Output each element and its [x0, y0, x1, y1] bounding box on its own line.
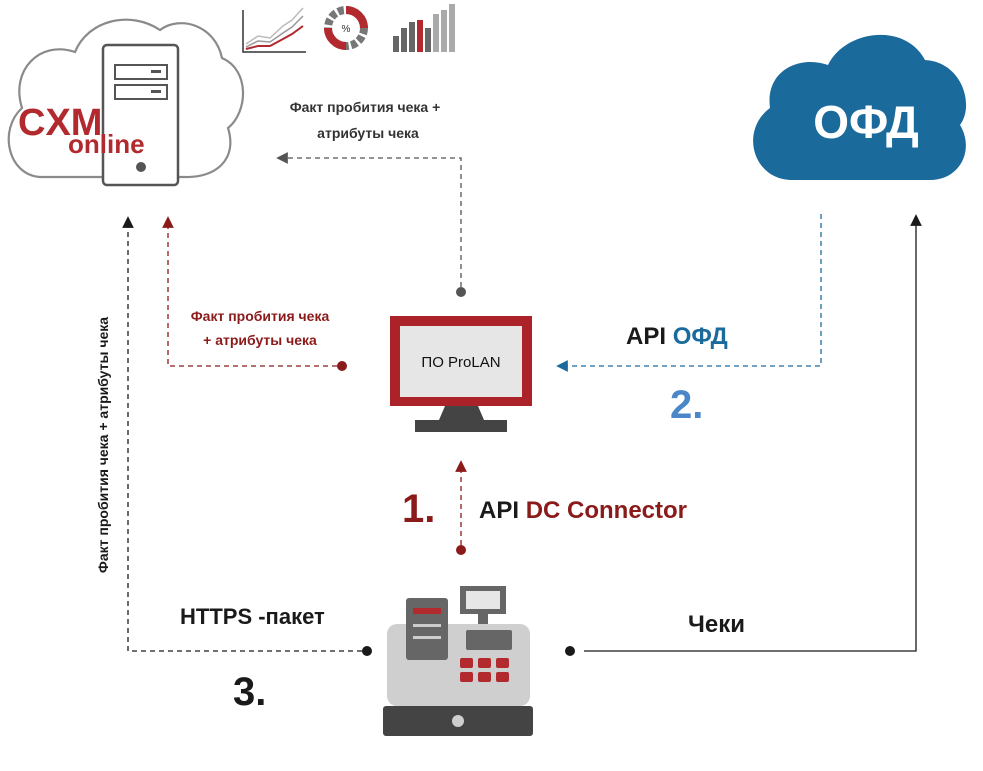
server-icon	[101, 43, 180, 187]
cxm-logo-line1: CXM	[18, 102, 102, 144]
api-dc-prefix: API	[479, 497, 526, 524]
api-ofd-label: API ОФД	[626, 323, 728, 350]
cxm-logo-line2: online	[68, 129, 145, 159]
connector-prolan-to-cxm-top	[276, 152, 466, 297]
step-three: 3.	[233, 670, 266, 714]
donut-chart-icon: %	[324, 6, 368, 50]
https-label: HTTPS -пакет	[180, 604, 325, 629]
line-chart-icon	[242, 7, 306, 53]
cxm-cloud: CXM online	[7, 18, 245, 187]
api-dc-highlight: DC Connector	[526, 497, 687, 524]
prolan-label: ПО ProLAN	[421, 354, 500, 371]
ofd-logo: ОФД	[813, 96, 918, 148]
connector-ofd-to-prolan	[556, 214, 822, 372]
fact-left-line2: + атрибуты чека	[203, 332, 317, 348]
fact-top-line1: Факт пробития чека +	[290, 99, 441, 115]
step-two: 2.	[670, 383, 703, 427]
api-dc-label: API DC Connector	[479, 497, 687, 524]
connector-prolan-to-cxm-left	[162, 216, 347, 371]
api-ofd-highlight: ОФД	[673, 323, 728, 350]
ofd-cloud: ОФД	[753, 34, 967, 180]
connector-register-to-cxm	[122, 216, 372, 656]
donut-percent: %	[342, 24, 351, 35]
fact-left-line1: Факт пробития чека	[191, 308, 330, 324]
step-one: 1.	[402, 487, 435, 531]
api-ofd-prefix: API	[626, 323, 673, 350]
cloud-icon	[753, 34, 967, 180]
connector-register-to-prolan	[455, 460, 467, 555]
cheki-label: Чеки	[688, 611, 745, 638]
bar-chart-icon	[393, 4, 455, 52]
fact-top-line2: атрибуты чека	[317, 125, 419, 141]
cash-register-icon	[383, 586, 533, 736]
connector-register-to-ofd	[565, 214, 922, 656]
fact-vertical-label: Факт пробития чека + атрибуты чека	[95, 317, 111, 573]
monitor-icon: ПО ProLAN	[390, 316, 532, 432]
